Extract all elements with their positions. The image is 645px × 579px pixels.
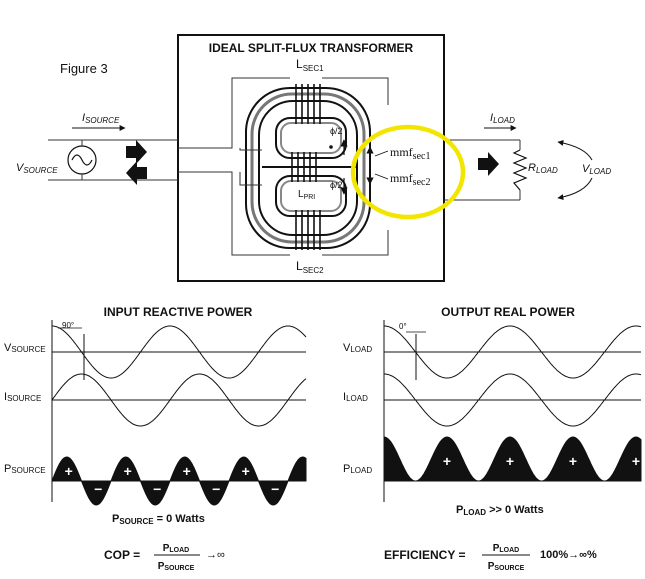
pload-waveform — [383, 436, 642, 482]
input-row-0-label: VSOURCE — [4, 342, 46, 354]
svg-text:→∞: →∞ — [206, 549, 225, 561]
input-panel-title: INPUT REACTIVE POWER — [104, 305, 253, 319]
output-row-0-label: VLOAD — [343, 342, 372, 354]
efficiency-formula: EFFICIENCY = PLOAD PSOURCE 100%→∞% — [384, 543, 597, 572]
vload-label: VLOAD — [582, 163, 611, 176]
flux-dot — [329, 145, 333, 149]
isource-waveform — [51, 373, 307, 427]
vsource-label: VSOURCE — [16, 162, 58, 175]
iload-waveform — [384, 373, 642, 427]
figure-label: Figure 3 — [60, 61, 108, 76]
mmf2-label: mmfsec2 — [390, 171, 430, 188]
secondary-wiring — [48, 77, 521, 256]
windings — [291, 84, 321, 250]
vload-arrow-bottom — [557, 177, 593, 200]
cop-formula: COP = PLOAD PSOURCE →∞ — [104, 543, 225, 572]
highlight-circle — [350, 124, 466, 220]
vload-arrow-top — [557, 140, 593, 161]
isource-label: ISOURCE — [82, 112, 120, 125]
primary-lead-top — [239, 148, 262, 151]
power-plus-sign: + — [506, 453, 514, 469]
power-minus-sign: − — [212, 481, 220, 497]
iload-label: ILOAD — [490, 112, 515, 125]
output-phase-label: 0° — [399, 322, 407, 331]
output-power-signs: + + + + — [443, 453, 640, 469]
flux-upper-label: ϕ/2 — [330, 126, 343, 136]
svg-text:PLOAD: PLOAD — [163, 543, 190, 554]
bidirectional-arrows-icon — [126, 140, 147, 185]
transformer-title: IDEAL SPLIT-FLUX TRANSFORMER — [209, 41, 414, 55]
mmf1-label: mmfsec1 — [390, 145, 430, 162]
svg-text:PSOURCE: PSOURCE — [488, 561, 525, 572]
input-row-1-label: ISOURCE — [4, 391, 41, 403]
psource-waveform — [51, 456, 307, 506]
power-plus-sign: + — [632, 453, 640, 469]
power-minus-sign: − — [94, 481, 102, 497]
vsource-waveform — [52, 325, 307, 379]
input-row-2-label: PSOURCE — [4, 463, 46, 475]
load-resistor-symbol — [512, 149, 528, 191]
output-panel-title: OUTPUT REAL POWER — [441, 305, 575, 319]
svg-text:100%→∞%: 100%→∞% — [540, 549, 597, 561]
transformer-box — [177, 34, 445, 282]
output-row-1-label: ILOAD — [343, 391, 368, 403]
input-power-signs: + − + − + − + − — [65, 463, 280, 497]
lsec1-label: LSEC1 — [296, 57, 324, 73]
output-row-2-label: PLOAD — [343, 463, 372, 475]
input-phase-label: 90° — [62, 321, 74, 330]
mmf1-leader — [374, 150, 389, 157]
output-result: PLOAD >> 0 Watts — [456, 504, 544, 517]
svg-text:PSOURCE: PSOURCE — [158, 561, 195, 572]
power-plus-sign: + — [65, 463, 73, 479]
svg-text:EFFICIENCY =: EFFICIENCY = — [384, 548, 465, 562]
power-minus-sign: − — [153, 481, 161, 497]
vload-waveform — [384, 325, 642, 379]
output-arrow-icon — [478, 152, 499, 176]
rload-label: RLOAD — [528, 162, 558, 175]
power-plus-sign: + — [183, 463, 191, 479]
input-result: PSOURCE = 0 Watts — [112, 513, 205, 526]
flux-lower-label: ϕ/2 — [330, 180, 343, 190]
svg-text:COP =: COP = — [104, 548, 140, 562]
power-plus-sign: + — [124, 463, 132, 479]
power-plus-sign: + — [242, 463, 250, 479]
power-plus-sign: + — [443, 453, 451, 469]
svg-text:PLOAD: PLOAD — [493, 543, 520, 554]
primary-lead-bottom — [239, 172, 262, 186]
mmf2-leader — [374, 173, 389, 180]
lsec2-label: LSEC2 — [296, 259, 324, 275]
lpri-label: LPRI — [298, 189, 315, 201]
ac-wave-icon — [71, 154, 93, 166]
power-plus-sign: + — [569, 453, 577, 469]
power-minus-sign: − — [271, 481, 279, 497]
